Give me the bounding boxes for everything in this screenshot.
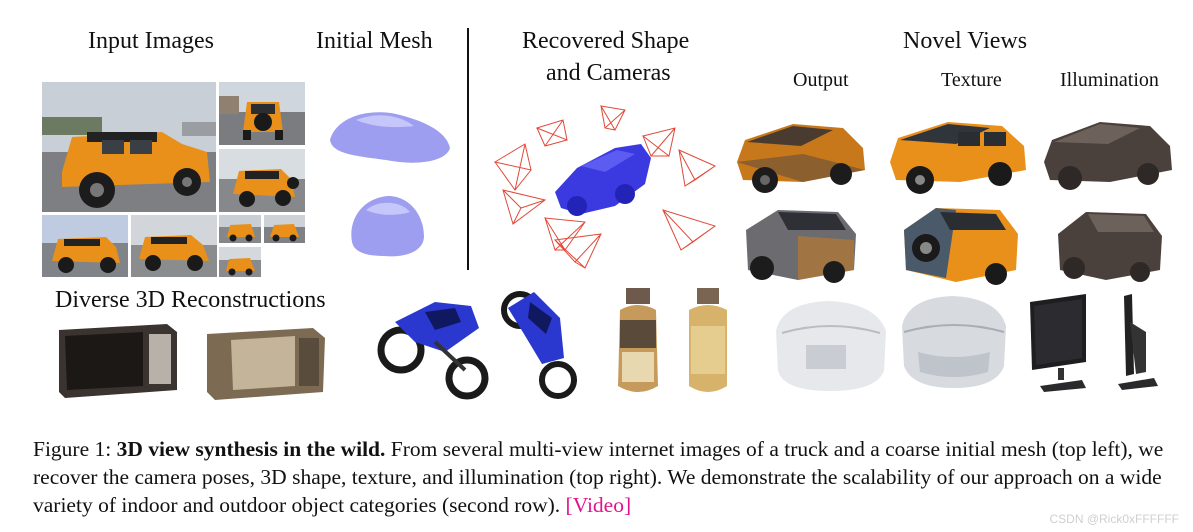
- novel-illumination-view-1: [1040, 112, 1176, 194]
- initial-mesh-car-side: [326, 100, 454, 170]
- recon-microwave-photo: [55, 320, 181, 400]
- input-photo-side: [219, 149, 305, 212]
- subheader-texture: Texture: [941, 69, 1002, 91]
- section-divider: [467, 28, 469, 270]
- novel-output-view-2: [738, 200, 864, 286]
- recon-rice-cooker-photo: [772, 295, 890, 395]
- input-photo-tiny-1: [219, 215, 261, 243]
- caption-prefix: Figure 1:: [33, 437, 117, 461]
- header-recovered-line1: Recovered Shape: [522, 28, 690, 54]
- subheader-illumination: Illumination: [1060, 69, 1159, 91]
- novel-illumination-view-2: [1050, 202, 1168, 286]
- recon-microwave-textured: [203, 322, 329, 402]
- video-link[interactable]: [Video]: [565, 493, 632, 517]
- header-novel-views: Novel Views: [903, 28, 1028, 54]
- input-photo-rear: [219, 82, 305, 145]
- recon-bottle-front: [612, 286, 664, 398]
- header-initial-mesh: Initial Mesh: [316, 28, 433, 54]
- recon-motorbike-1: [375, 282, 497, 400]
- initial-mesh-car-front: [344, 190, 430, 260]
- recon-monitor-side: [1110, 292, 1162, 392]
- watermark: CSDN @Rick0xFFFFFF: [1049, 512, 1179, 526]
- recon-rice-cooker-textured: [898, 292, 1010, 392]
- recon-bottle-side: [683, 286, 733, 398]
- novel-output-view-1: [733, 112, 869, 196]
- novel-texture-view-2: [896, 198, 1026, 288]
- recon-monitor-photo: [1024, 292, 1092, 392]
- input-photo-main: [42, 82, 216, 212]
- figure-caption: Figure 1: 3D view synthesis in the wild.…: [33, 435, 1185, 519]
- recon-motorbike-2: [494, 278, 580, 400]
- recovered-shape-cameras: [485, 100, 725, 270]
- caption-body: From several multi-view internet images …: [33, 437, 1164, 517]
- input-photo-tiny-2: [264, 215, 305, 243]
- input-photo-small-2: [131, 215, 217, 277]
- header-input-images: Input Images: [88, 28, 214, 54]
- input-photo-tiny-3: [219, 247, 261, 277]
- header-recovered-line2: and Cameras: [546, 60, 671, 86]
- caption-bold-title: 3D view synthesis in the wild.: [116, 437, 386, 461]
- subheader-output: Output: [793, 69, 849, 91]
- header-diverse-reconstructions: Diverse 3D Reconstructions: [55, 287, 326, 313]
- novel-texture-view-1: [886, 110, 1030, 196]
- input-photo-small-1: [42, 215, 128, 277]
